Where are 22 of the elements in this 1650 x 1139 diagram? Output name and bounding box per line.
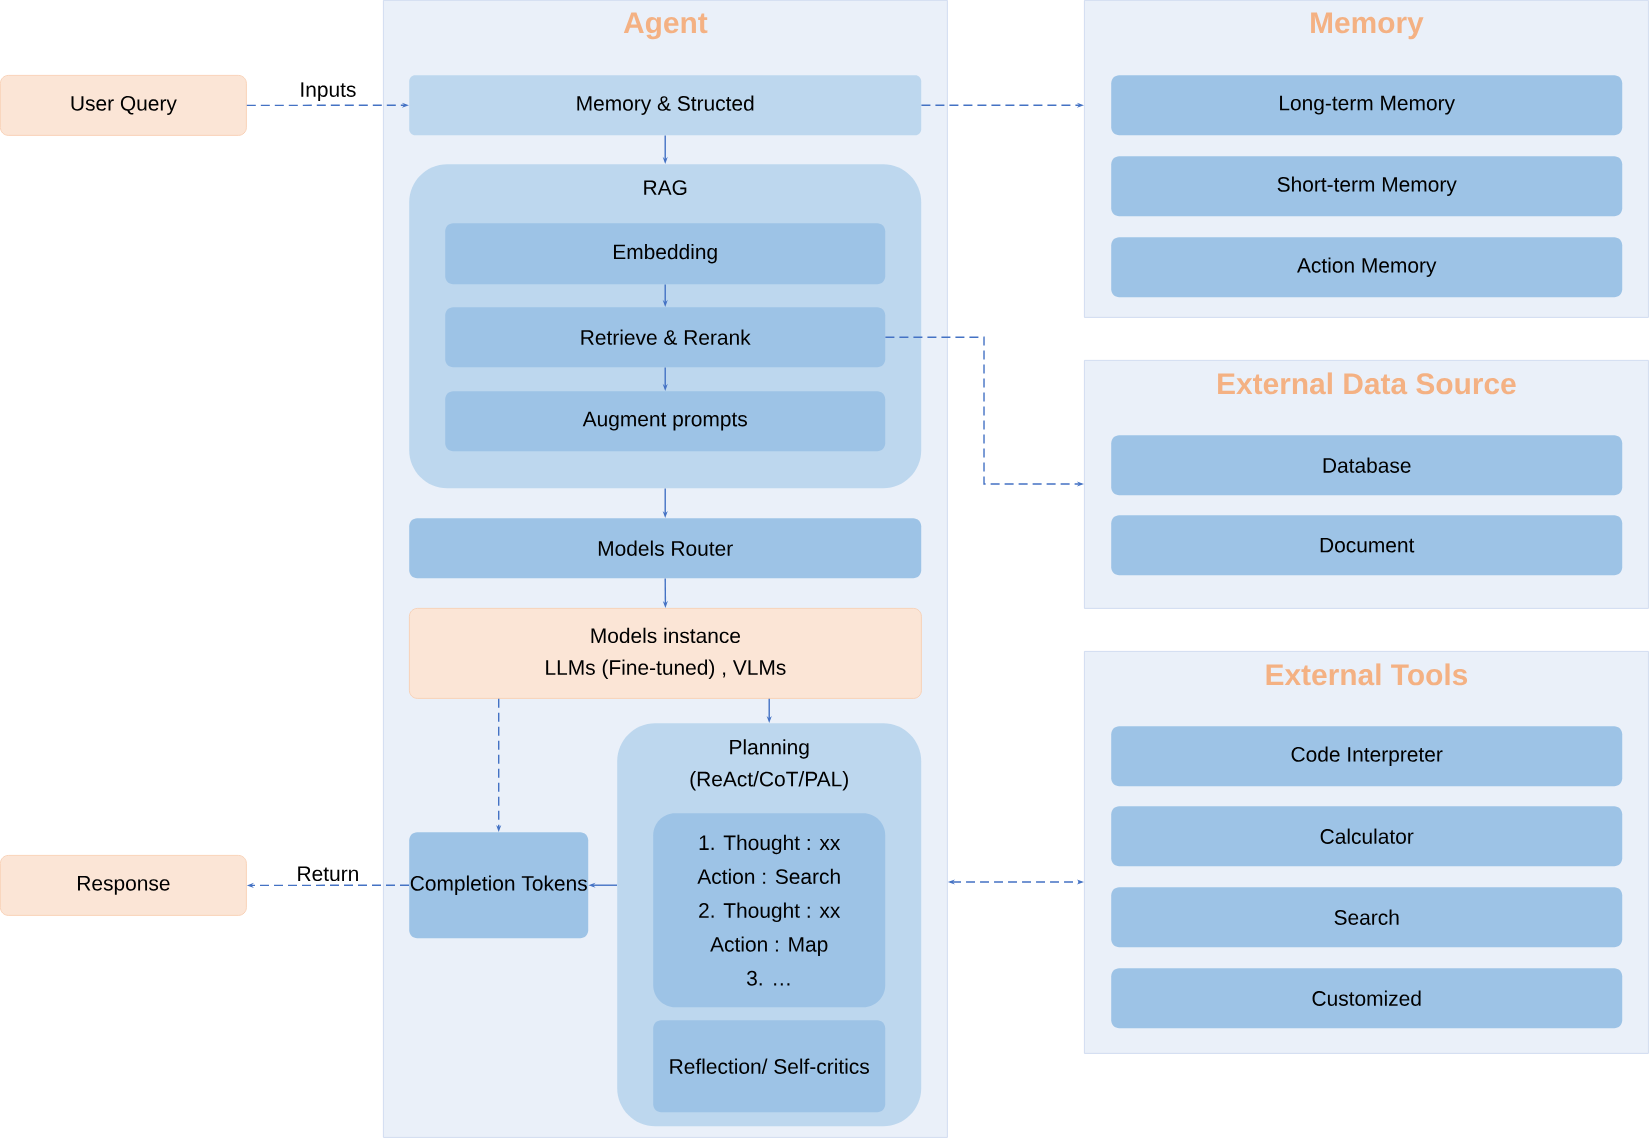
steps-box: 1. Thought : xx Action : Search 2. Thought : xx Action : Map 3. …	[653, 813, 886, 1008]
edge-label: Inputs	[298, 81, 358, 103]
process-box: Augment prompts	[445, 391, 886, 452]
terminal-box: User Query	[0, 75, 247, 136]
edge-label: Return	[295, 865, 361, 883]
process-box: Retrieve & Rerank	[445, 307, 886, 368]
process-box: Database	[1111, 435, 1623, 496]
process-box: Document	[1111, 515, 1623, 576]
process-box: Embedding	[445, 223, 886, 285]
process-box: Reflection/ Self-critics	[653, 1020, 886, 1113]
process-box: Customized	[1111, 968, 1623, 1029]
terminal-box: Response	[0, 855, 247, 916]
process-box: Code Interpreter	[1111, 726, 1623, 787]
process-box: Models Router	[409, 518, 922, 579]
terminal-box: Models instance LLMs (Fine-tuned) , VLMs	[409, 608, 922, 699]
process-box: Completion Tokens	[409, 832, 589, 939]
process-box: Search	[1111, 887, 1623, 948]
process-box: Memory & Structed	[409, 75, 922, 136]
process-box: Long-term Memory	[1111, 75, 1623, 136]
process-box: Short-term Memory	[1111, 156, 1623, 217]
process-box: Calculator	[1111, 806, 1623, 867]
process-box: Action Memory	[1111, 237, 1623, 298]
